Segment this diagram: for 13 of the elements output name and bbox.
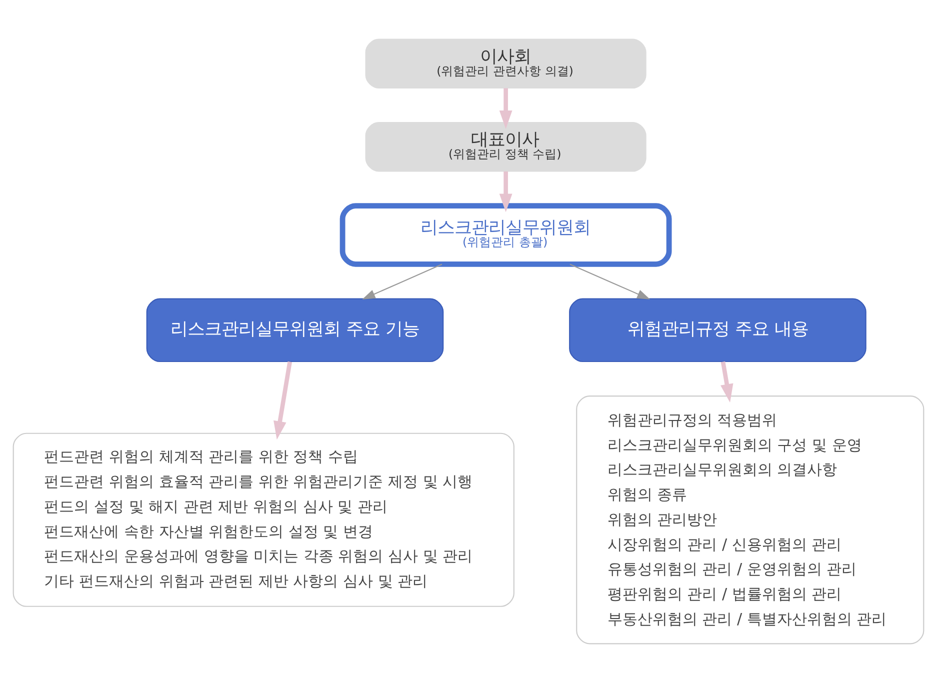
node-box: 이사회 (위험관리 관련사항 의결) bbox=[364, 38, 646, 89]
node-box: 대표이사 (위험관리 정책 수립) bbox=[364, 122, 646, 172]
arrow bbox=[720, 361, 733, 402]
node-box: 리스크관리실무위원회 (위험관리 총괄) bbox=[339, 203, 672, 267]
arrow bbox=[362, 264, 442, 300]
node-box: 위험관리규정의 적용범위 리스크관리실무위원회의 구성 및 운영 리스크관리실무위원회의 의결사항 위험의 종류 위험의 관리방안 시장위험의 관리 / 신용위험의 관리 유통성위험의 관리 / 운영위험의 관리 평판위험의 관리 / 법률위험의 관리 부동산위험의 관리 / 특별자산위험의 관리 bbox=[576, 396, 924, 644]
arrow bbox=[569, 264, 650, 300]
arrow bbox=[273, 361, 292, 440]
arrow bbox=[498, 88, 512, 129]
node-box: 위험관리규정 주요 내용 bbox=[568, 298, 866, 362]
node-box: 펀드관련 위험의 체계적 관리를 위한 정책 수립 펀드관련 위험의 효율적 관리를 위한 위험관리기준 제정 및 시행 펀드의 설정 및 해지 관련 제반 위험의 심사 및 관리 펀드재산에 속한 자산별 위험한도의 설정 및 변경 펀드재산의 운용성과에 영향을 미치는 각종 위험의 심사 및 관리 기타 펀드재산의 위험과 관련된 제반 사항의 심사 및 관리 bbox=[12, 432, 514, 607]
node-box: 리스크관리실무위원회 주요 기능 bbox=[146, 298, 444, 362]
arrow bbox=[498, 171, 512, 212]
